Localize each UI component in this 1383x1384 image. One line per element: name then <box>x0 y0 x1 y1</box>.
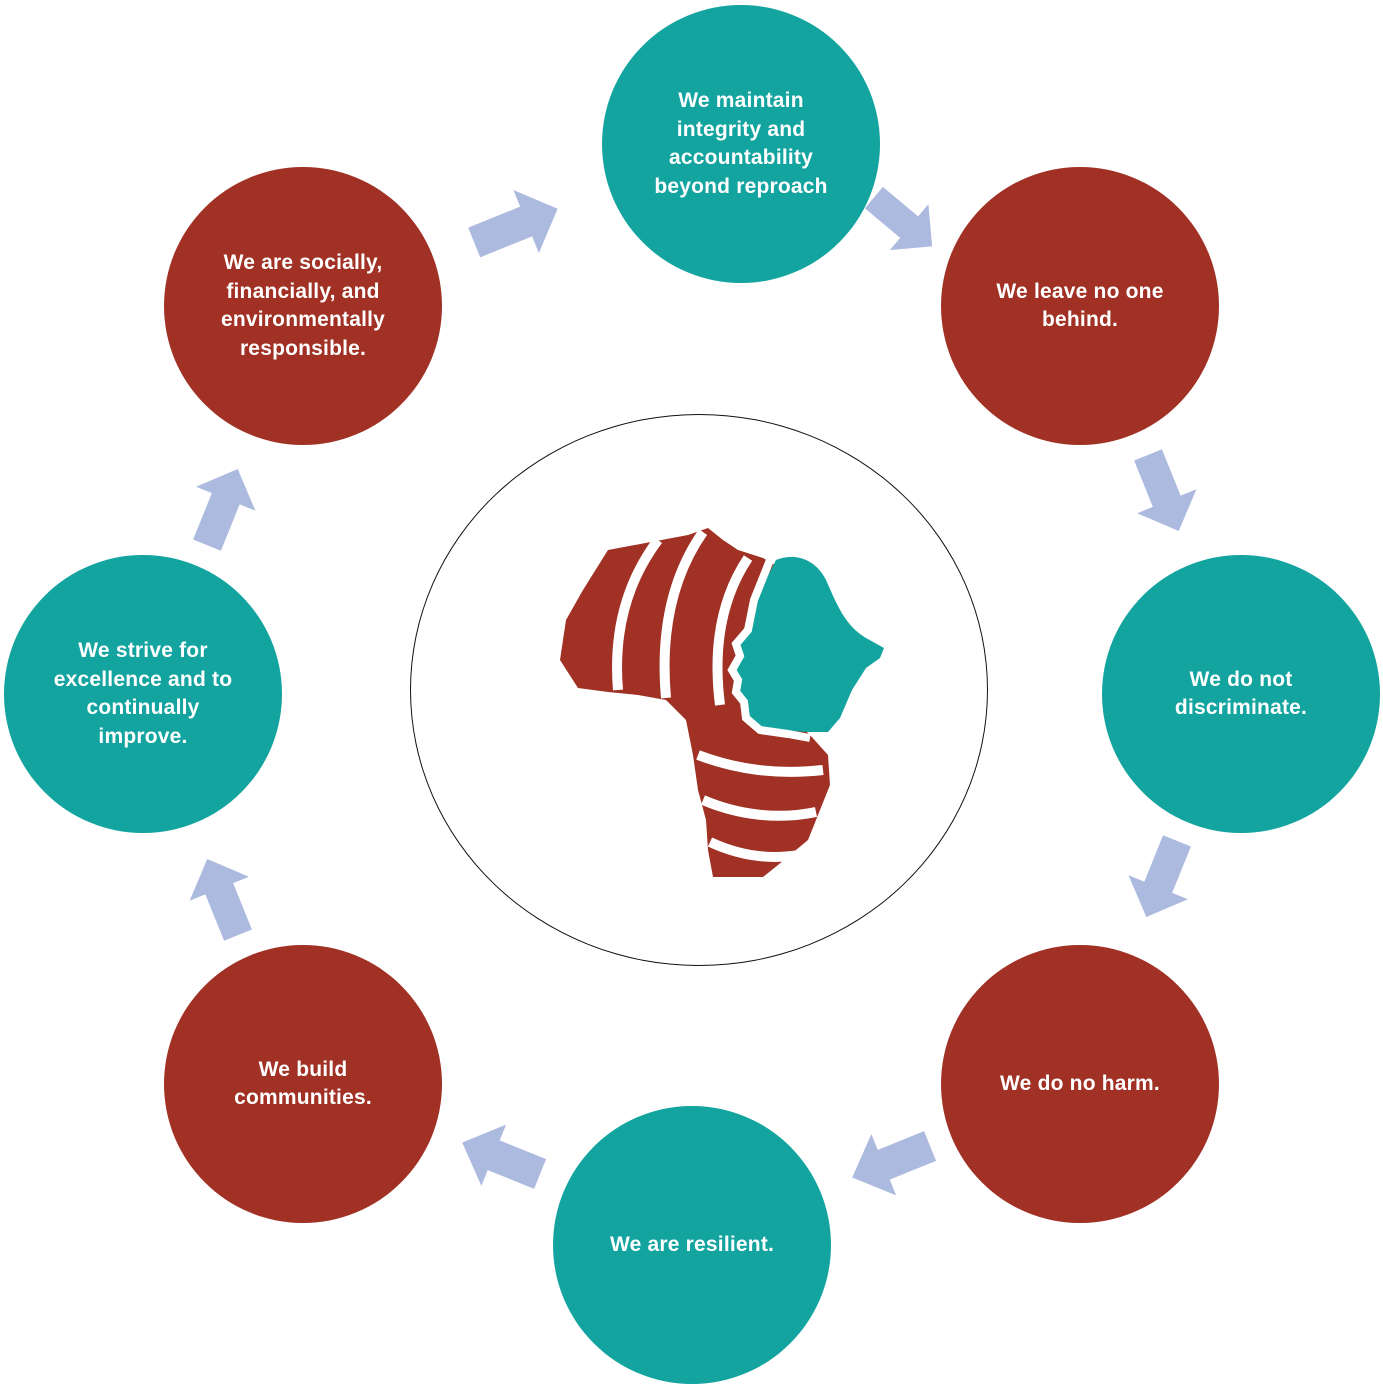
africa-woman-logo-icon <box>560 528 884 877</box>
arrow-icon <box>189 859 252 941</box>
arrow-icon <box>1134 449 1197 531</box>
value-text: We do no harm. <box>1000 1071 1160 1095</box>
value-node-resilient: We are resilient. <box>553 1106 831 1384</box>
arrow-icon <box>864 186 933 251</box>
value-text: We do not discriminate. <box>1174 667 1308 720</box>
value-node-no-discrimination: We do not discriminate. <box>1102 555 1380 833</box>
arrow-icon <box>1128 835 1191 917</box>
value-text: We maintain integrity and accountability… <box>654 89 828 198</box>
value-text: We are socially, financially, and enviro… <box>220 251 386 360</box>
arrow-icon <box>193 469 256 551</box>
value-node-integrity: We maintain integrity and accountability… <box>602 5 880 283</box>
arrow-icon <box>462 1124 547 1189</box>
value-node-build-communities: We build communities. <box>164 945 442 1223</box>
arrow-icon <box>852 1131 937 1196</box>
value-node-leave-no-one-behind: We leave no one behind. <box>941 167 1219 445</box>
value-text: We build communities. <box>234 1057 372 1110</box>
value-text: We strive for excellence and to continua… <box>53 639 233 748</box>
value-node-do-no-harm: We do no harm. <box>941 945 1219 1223</box>
value-node-excellence: We strive for excellence and to continua… <box>4 555 282 833</box>
value-text: We leave no one behind. <box>996 279 1164 332</box>
value-node-responsible: We are socially, financially, and enviro… <box>164 167 442 445</box>
value-text: We are resilient. <box>609 1232 775 1256</box>
arrow-icon <box>468 189 558 258</box>
